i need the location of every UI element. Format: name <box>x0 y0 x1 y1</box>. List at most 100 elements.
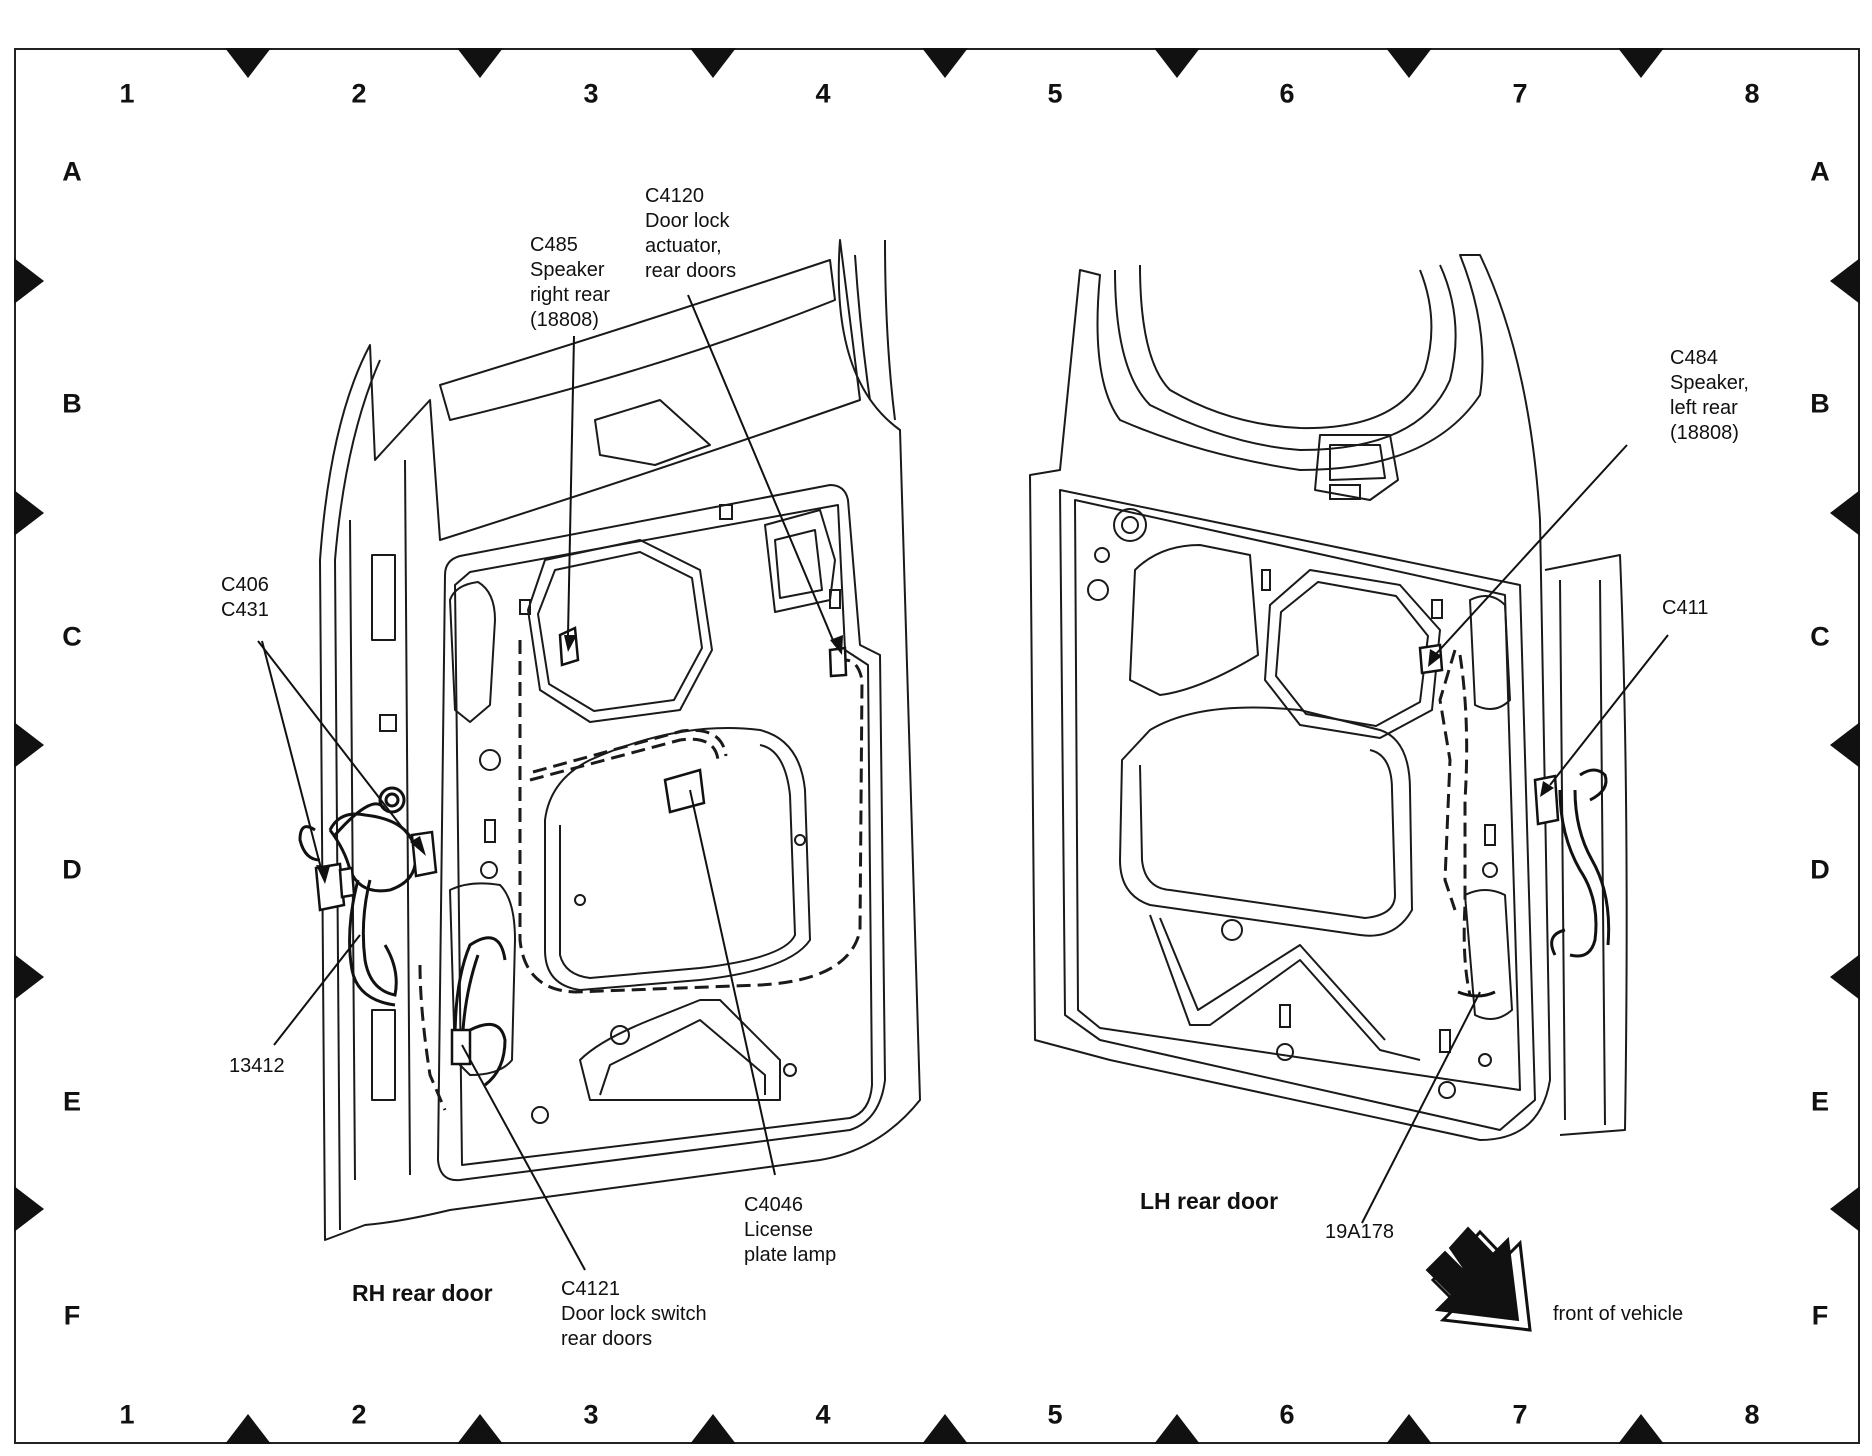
grid-row-label: C <box>1810 621 1830 652</box>
grid-col-label: 5 <box>1047 1399 1063 1430</box>
left-grid-marker <box>14 722 44 768</box>
c485-leader <box>567 335 575 636</box>
callout-line: Door lock <box>645 210 730 232</box>
lh-rear-door <box>1029 254 1628 1141</box>
callout-line: Speaker, <box>1670 372 1749 394</box>
callout-line: plate lamp <box>744 1244 837 1266</box>
rh-door-holes <box>379 504 841 1124</box>
lh-door-holes <box>1087 484 1498 1099</box>
right-grid-marker <box>1830 258 1860 304</box>
callout-c4046: C4046 License plate lamp <box>744 1193 836 1268</box>
bottom-grid-marker <box>1154 1414 1200 1444</box>
grid-col-label: 3 <box>583 78 599 109</box>
callout-c406-c431: C406 C431 <box>221 573 269 623</box>
bottom-grid-marker <box>1618 1414 1664 1444</box>
leader-arrowheads <box>316 635 1554 884</box>
bottom-grid-marker <box>690 1414 736 1444</box>
grid-col-label: 2 <box>351 78 367 109</box>
grid-col-label: 3 <box>583 1399 599 1430</box>
top-grid-marker <box>457 48 503 78</box>
callout-line: C406 <box>221 574 269 596</box>
grid-row-label: B <box>62 388 82 419</box>
grid-col-label: 6 <box>1279 78 1295 109</box>
top-grid-marker <box>1386 48 1432 78</box>
left-grid-marker <box>14 954 44 1000</box>
callout-line: C411 <box>1662 597 1709 619</box>
callout-line: C485 <box>530 234 578 256</box>
rh-rear-door <box>319 239 921 1241</box>
callout-line: right rear <box>530 284 611 306</box>
callout-line: (18808) <box>530 309 599 331</box>
grid-row-label: D <box>1810 854 1830 885</box>
callout-line: 13412 <box>229 1055 285 1077</box>
left-grid-marker <box>14 490 44 536</box>
top-grid-marker <box>1618 48 1664 78</box>
top-grid-marker <box>1154 48 1200 78</box>
callout-c4120: C4120 Door lock actuator, rear doors <box>645 184 736 284</box>
callout-line: rear doors <box>645 260 737 282</box>
right-grid-marker <box>1830 490 1860 536</box>
grid-row-label: A <box>62 156 82 187</box>
callout-13412: 13412 <box>229 1054 285 1079</box>
c4120-connector <box>828 646 848 678</box>
callout-line: (18808) <box>1670 422 1739 444</box>
grid-row-label: A <box>1810 156 1830 187</box>
c4120-leader <box>687 294 836 646</box>
lh-hinge-harness <box>1457 768 1611 998</box>
grid-row-label: E <box>62 1086 82 1117</box>
callout-line: License <box>744 1219 813 1241</box>
front-of-vehicle-label: front of vehicle <box>1553 1303 1684 1325</box>
grid-col-label: 5 <box>1047 78 1063 109</box>
top-grid-marker <box>225 48 271 78</box>
callout-c485: C485 Speaker right rear (18808) <box>530 233 610 333</box>
right-grid-marker <box>1830 1186 1860 1232</box>
leader-lines <box>257 294 1669 1271</box>
lh-door-title: LH rear door <box>1140 1188 1279 1214</box>
callout-line: C4121 <box>561 1278 620 1300</box>
grid-row-label: F <box>1811 1300 1829 1331</box>
rh-hinge-harness <box>298 786 418 1007</box>
c4046-connector <box>663 768 706 814</box>
callout-c484: C484 Speaker, left rear (18808) <box>1670 346 1749 446</box>
grid-row-label: E <box>1810 1086 1830 1117</box>
c4121-leader <box>461 1044 586 1271</box>
c411-leader <box>1549 634 1669 786</box>
direction-arrow-icon <box>1425 1226 1532 1332</box>
left-grid-marker <box>14 258 44 304</box>
bottom-grid-marker <box>1386 1414 1432 1444</box>
grid-col-label: 8 <box>1744 78 1760 109</box>
lh-connectors <box>1418 643 1560 826</box>
callout-c4121: C4121 Door lock switch rear doors <box>561 1277 707 1352</box>
bottom-grid-marker <box>922 1414 968 1444</box>
callout-line: Door lock switch <box>561 1303 707 1325</box>
grid-col-label: 4 <box>815 1399 831 1430</box>
callout-line: left rear <box>1670 397 1738 419</box>
callout-line: rear doors <box>561 1328 653 1350</box>
grid-row-label: F <box>63 1300 81 1331</box>
callout-line: 19A178 <box>1325 1221 1394 1243</box>
grid-row-label: D <box>62 854 82 885</box>
callout-line: Speaker <box>530 259 605 281</box>
top-grid-marker <box>922 48 968 78</box>
grid-col-label: 8 <box>1744 1399 1760 1430</box>
c4121-connector <box>450 1028 472 1066</box>
c4046-leader <box>689 789 776 1176</box>
callout-line: C4120 <box>645 185 704 207</box>
callout-line: C431 <box>221 599 269 621</box>
callout-line: actuator, <box>645 235 722 257</box>
n13412-leader <box>273 934 361 1046</box>
c406-leader-a <box>261 640 324 877</box>
c484-leader <box>1434 444 1628 656</box>
grid-col-label: 4 <box>815 78 831 109</box>
bottom-grid-marker <box>225 1414 271 1444</box>
left-grid-marker <box>14 1186 44 1232</box>
callout-line: C4046 <box>744 1194 803 1216</box>
grid-col-label: 7 <box>1512 1399 1528 1430</box>
rh-door-harness <box>418 640 864 1111</box>
lh-door-harness <box>1438 649 1472 996</box>
grid-col-label: 1 <box>119 78 135 109</box>
rh-door-title: RH rear door <box>352 1280 493 1306</box>
grid-col-label: 2 <box>351 1399 367 1430</box>
grid-row-label: C <box>62 621 82 652</box>
